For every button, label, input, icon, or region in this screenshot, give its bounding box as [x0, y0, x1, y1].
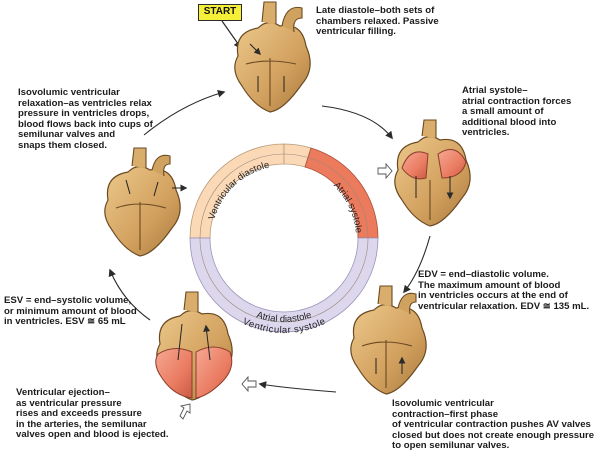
caption-edv: EDV = end–diastolic volume. The maximum …	[418, 269, 590, 312]
caption-ventricular-ejection: Ventricular ejection– as ventricular pre…	[16, 387, 169, 441]
caption-late-diastole: Late diastole–both sets of chambers rela…	[316, 5, 439, 38]
ring-ventricular-diastole	[189, 143, 285, 239]
caption-atrial-systole: Atrial systole– atrial contraction force…	[462, 85, 572, 139]
heart-isovolumic-contraction	[350, 285, 427, 395]
start-badge: START	[198, 4, 242, 21]
heart-isovolumic-relaxation	[104, 147, 186, 257]
ring-label-atrial-diastole: Atrial diastole	[255, 310, 313, 325]
heart-atrial-systole	[394, 119, 471, 227]
flow-arrows	[179, 162, 393, 420]
caption-isovolumic-relaxation: Isovolumic ventricular relaxation–as ven…	[18, 87, 153, 151]
heart-ventricular-ejection	[155, 291, 233, 401]
cycle-arrows	[108, 89, 431, 393]
caption-esv: ESV = end–systolic volume, or minimum am…	[4, 295, 137, 328]
phase-ring	[189, 143, 379, 333]
ring-ventricular-systole	[189, 237, 379, 333]
caption-isovolumic-contraction: Isovolumic ventricular contraction–first…	[392, 398, 595, 452]
heart-late-diastole	[234, 1, 311, 113]
